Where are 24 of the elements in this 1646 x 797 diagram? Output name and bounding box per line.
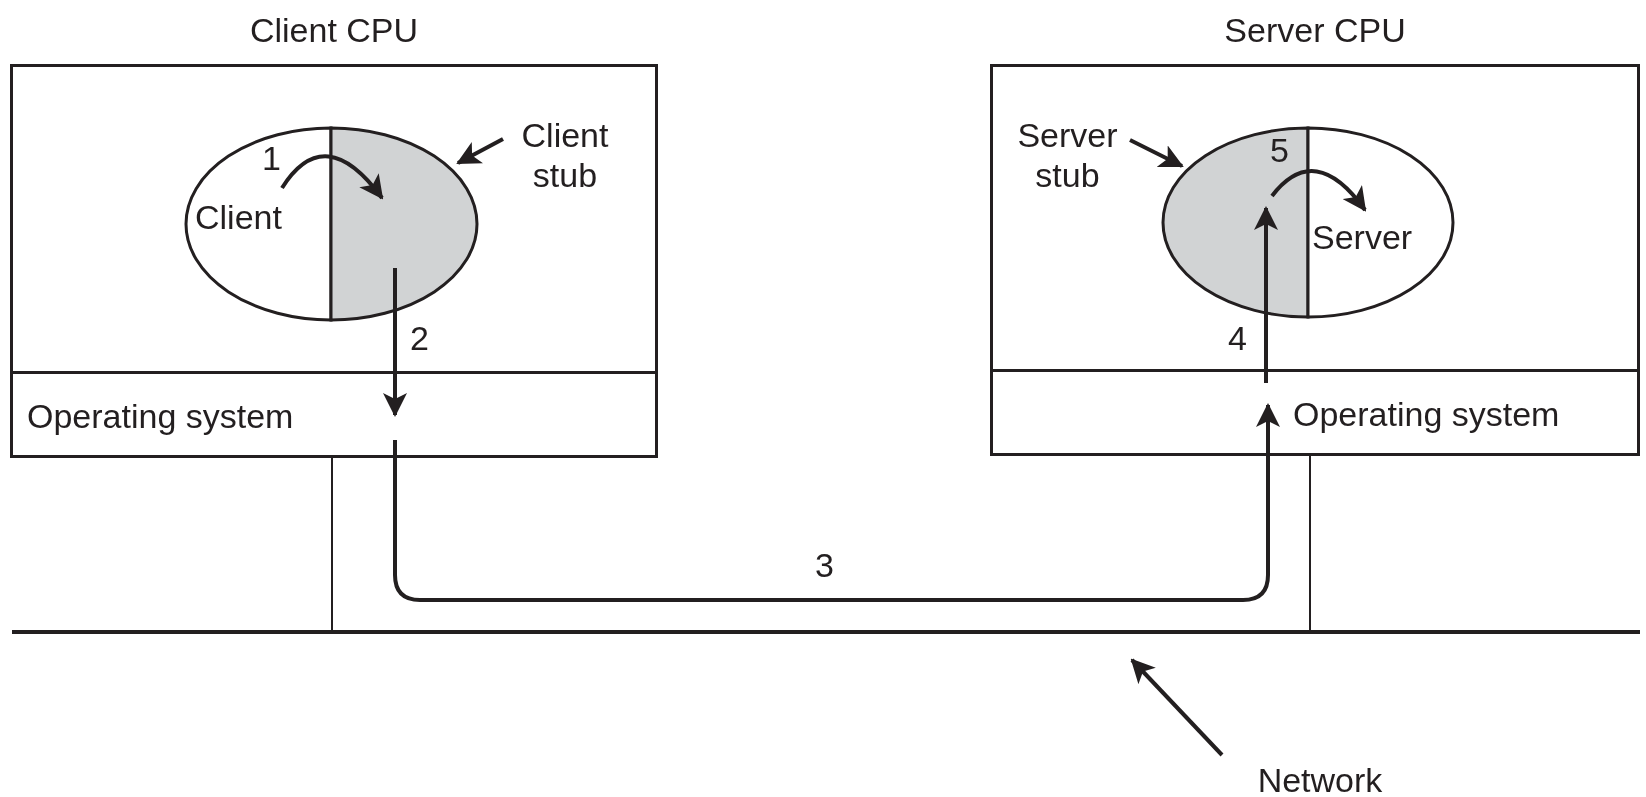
leader-line — [1130, 658, 1224, 757]
cpu-title: Client CPU — [248, 10, 420, 50]
arrow — [280, 154, 384, 200]
arrow — [1270, 169, 1367, 212]
os-label: Operating system — [27, 396, 294, 436]
arrow — [1254, 206, 1278, 383]
part-label: Server stub — [1016, 115, 1119, 195]
arrow — [393, 403, 1280, 602]
connector-line — [1309, 455, 1311, 631]
part-label: Client — [195, 197, 282, 237]
arrow — [383, 268, 407, 417]
edge-label: 4 — [1228, 318, 1247, 358]
part-label: Network — [1256, 760, 1384, 797]
edge-label: 1 — [262, 138, 281, 178]
leader-line — [456, 137, 504, 165]
part-label: Client stub — [520, 115, 610, 195]
part-label: Server — [1312, 217, 1413, 257]
os-label: Operating system — [1293, 394, 1560, 434]
edge-label: 3 — [815, 545, 834, 585]
leader-line — [1129, 138, 1184, 168]
connector-line — [331, 457, 333, 631]
edge-label: 2 — [410, 318, 429, 358]
edge-label: 5 — [1270, 130, 1289, 170]
cpu-title: Server CPU — [1223, 10, 1407, 50]
